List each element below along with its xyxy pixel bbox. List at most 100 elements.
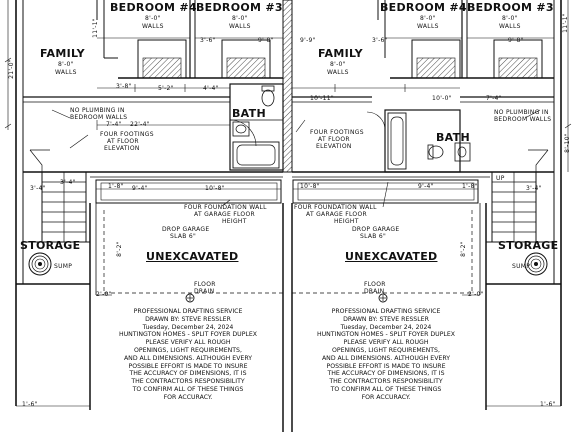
label-unexcavated-left: UNEXCAVATED (146, 250, 239, 263)
label-sump-left: SUMP (54, 263, 73, 270)
note-four-footings-left: FOUR FOOTINGS (100, 131, 154, 138)
room-label-bedroom-3-right: BEDROOM #3 (467, 1, 554, 14)
note-line: FOR ACCURACY. (163, 393, 213, 401)
dim-label: 9'-8" (258, 37, 274, 44)
dim-label: 9'-4" (418, 183, 434, 190)
note-four-footings-left-2: AT FLOOR (107, 138, 139, 145)
note-line: DRAWN BY: STEVE RESSLER (145, 315, 231, 323)
note-no-plumbing-right-2: BEDROOM WALLS (494, 116, 552, 123)
walls-label: WALLS (417, 23, 439, 30)
room-label-bath-left: BATH (232, 107, 266, 120)
dim-label: 3'-6" (200, 37, 216, 44)
dim-label: 8'-0" (502, 15, 518, 22)
note-line: TO CONFIRM ALL OF THESE THINGS (132, 385, 244, 393)
note-line: THE CONTRACTORS RESPONSIBILITY (131, 378, 245, 386)
dim-label: 1'-6" (540, 401, 556, 408)
note-line: Tuesday, December 24, 2024 (340, 323, 432, 331)
note-four-foundation-right: FOUR FOUNDATION WALL (294, 204, 377, 211)
dim-label: 8'-0" (232, 15, 248, 22)
dim-label: 8'-2" (459, 241, 467, 257)
note-line: DRAWN BY: STEVE RESSLER (343, 315, 429, 323)
dim-label: 2'-0" (96, 291, 112, 298)
dim-label: 8'-0" (145, 15, 161, 22)
note-four-foundation-right-2: AT GARAGE FLOOR (306, 211, 367, 218)
note-line: AND ALL DIMENSIONS. ALTHOUGH EVERY (123, 354, 253, 362)
note-no-plumbing-left-2: BEDROOM WALLS (70, 114, 128, 121)
note-line: THE ACCURACY OF DIMENSIONS, IT IS (129, 370, 247, 378)
dim-label: 22'-4" (130, 121, 150, 128)
dim-label: 1'-6" (22, 401, 38, 408)
note-line: FOR ACCURACY. (361, 393, 411, 401)
room-label-storage-right: STORAGE (498, 239, 559, 252)
drafting-notes-left: PROFESSIONAL DRAFTING SERVICE DRAWN BY: … (96, 308, 280, 402)
dim-label: 8'-0" (58, 61, 74, 68)
dim-label: 21'-0" (7, 59, 15, 79)
dim-label: 3'-4" (30, 185, 46, 192)
note-line: PROFESSIONAL DRAFTING SERVICE (331, 308, 441, 315)
label-drain-left: DRAIN (194, 288, 215, 295)
room-label-bath-right: BATH (436, 131, 470, 144)
dim-label: 9'-4" (132, 185, 148, 192)
note-line: HUNTINGTON HOMES - SPLIT FOYER DUPLEX (316, 331, 456, 339)
walls-label: WALLS (229, 23, 251, 30)
room-label-family-left: FAMILY (40, 47, 85, 60)
label-floor-right: FLOOR (364, 281, 386, 288)
dim-label: 5'-2" (158, 85, 174, 92)
dim-label: 9'-9" (300, 37, 316, 44)
dim-label: 8'-2" (115, 241, 123, 257)
dim-label: 8'-0" (330, 61, 346, 68)
dim-label: 11'-1" (91, 18, 99, 38)
note-line: TO CONFIRM ALL OF THESE THINGS (330, 385, 442, 393)
dim-label: 8'-0" (420, 15, 436, 22)
room-label-bedroom-4-right: BEDROOM #4 (380, 1, 467, 14)
dim-label: 10'-8" (300, 183, 320, 190)
note-no-plumbing-right: NO PLUMBING IN (494, 109, 549, 116)
dim-label: 7'-4" (106, 121, 122, 128)
note-line: POSSIBLE EFFORT IS MADE TO INSURE (326, 362, 446, 370)
label-unexcavated-right: UNEXCAVATED (345, 250, 438, 263)
room-label-storage-left: STORAGE (20, 239, 81, 252)
dim-label: 3'-4" (60, 179, 76, 186)
note-four-footings-right-2: AT FLOOR (318, 136, 350, 143)
note-line: PLEASE VERIFY ALL ROUGH (343, 339, 429, 347)
dim-label: 1'-8" (462, 183, 478, 190)
stairs (29, 149, 549, 243)
label-drop-garage-left: DROP GARAGE (162, 226, 210, 233)
dim-label: 7'-4" (486, 95, 502, 102)
dim-label: 3'-4" (526, 185, 542, 192)
drafting-notes-right: PROFESSIONAL DRAFTING SERVICE DRAWN BY: … (292, 308, 480, 402)
dim-label: 4'-4" (203, 85, 219, 92)
label-sump-right: SUMP (512, 263, 531, 270)
label-drop-garage-right: DROP GARAGE (352, 226, 400, 233)
note-line: AND ALL DIMENSIONS. ALTHOUGH EVERY (321, 354, 451, 362)
note-four-footings-right: FOUR FOOTINGS (310, 129, 364, 136)
dim-label: 10'-8" (205, 185, 225, 192)
dim-label: 1'-8" (108, 183, 124, 190)
note-line: Tuesday, December 24, 2024 (142, 323, 234, 331)
room-label-bedroom-4-left: BEDROOM #4 (110, 1, 197, 14)
note-line: OPENINGS, LIGHT REQUIREMENTS, (134, 346, 242, 354)
note-four-foundation-left-3: HEIGHT (222, 218, 247, 225)
dim-label: 8'-10" (563, 133, 571, 153)
note-line: OPENINGS, LIGHT REQUIREMENTS, (332, 346, 440, 354)
room-label-family-right: FAMILY (318, 47, 363, 60)
dim-label: 9'-8" (508, 37, 524, 44)
note-four-foundation-left-2: AT GARAGE FLOOR (194, 211, 255, 218)
note-line: THE ACCURACY OF DIMENSIONS, IT IS (327, 370, 445, 378)
dim-label: 3'-6" (372, 37, 388, 44)
note-no-plumbing-left: NO PLUMBING IN (70, 107, 125, 114)
label-slab-right: SLAB 6" (360, 233, 387, 240)
note-line: PROFESSIONAL DRAFTING SERVICE (133, 308, 243, 315)
note-four-foundation-right-3: HEIGHT (334, 218, 359, 225)
walls-label: WALLS (142, 23, 164, 30)
note-line: HUNTINGTON HOMES - SPLIT FOYER DUPLEX (118, 331, 258, 339)
dim-label: 10'-11" (310, 95, 334, 102)
dim-label: 2'-0" (468, 291, 484, 298)
note-line: POSSIBLE EFFORT IS MADE TO INSURE (128, 362, 248, 370)
dim-label: 11'-1" (561, 13, 569, 33)
dim-label: 3'-8" (116, 83, 132, 90)
note-line: PLEASE VERIFY ALL ROUGH (145, 339, 231, 347)
label-up-right: UP (496, 175, 505, 182)
walls-label: WALLS (499, 23, 521, 30)
